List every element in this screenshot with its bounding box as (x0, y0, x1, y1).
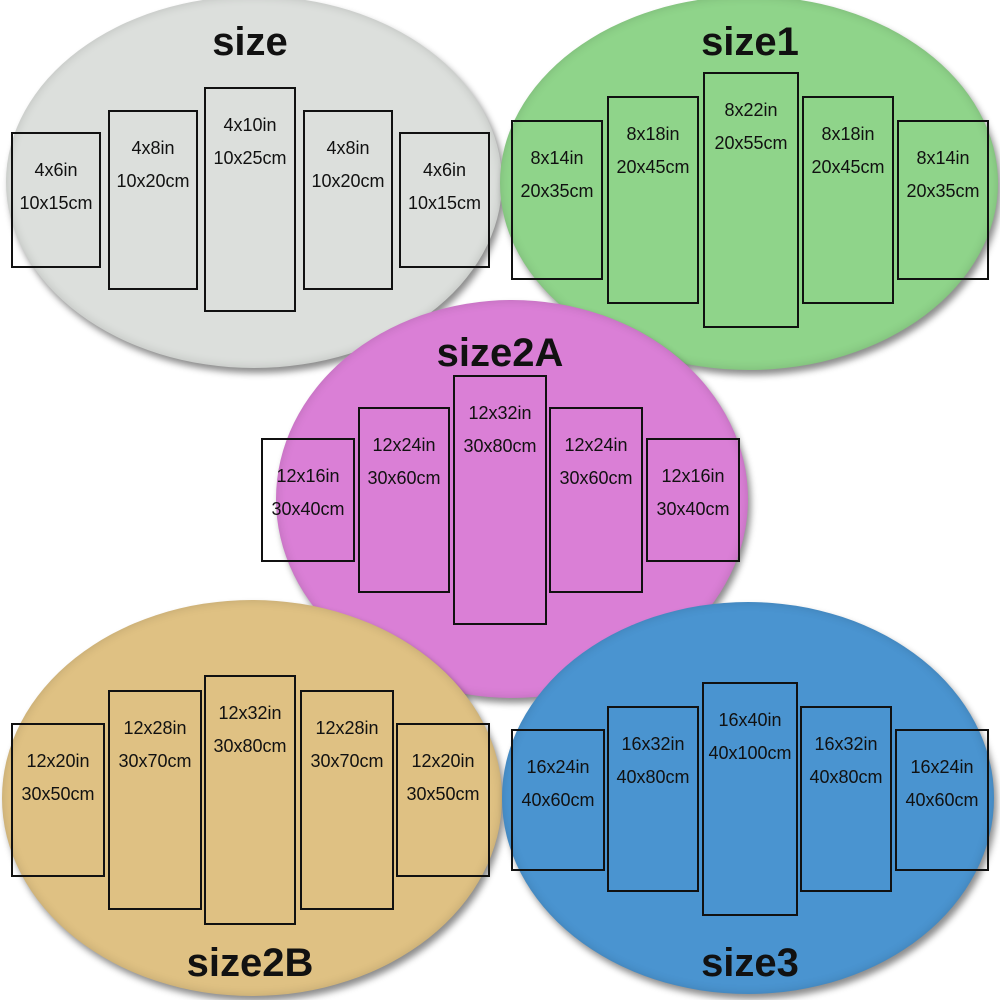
panel-inches-label: 16x32in (814, 734, 878, 754)
panel-inches-label: 8x18in (821, 124, 875, 144)
panel-inches-label: 12x20in (411, 751, 475, 771)
panel: 16x40in 40x100cm (702, 682, 798, 916)
panel: 12x28in 30x70cm (108, 690, 202, 910)
panel: 8x18in 20x45cm (607, 96, 699, 304)
panel-cm-label: 10x15cm (407, 193, 482, 213)
panel-inches-label: 12x20in (26, 751, 90, 771)
panel-cm-label: 30x50cm (21, 784, 95, 804)
panel-inches-label: 16x24in (526, 757, 590, 777)
panel-cm-label: 30x80cm (463, 436, 537, 456)
panel-cm-label: 30x50cm (406, 784, 480, 804)
panel-cm-label: 30x70cm (118, 751, 192, 771)
panel: 16x32in 40x80cm (800, 706, 892, 892)
panel-inches-label: 8x22in (724, 100, 778, 120)
panel-cm-label: 30x80cm (213, 736, 287, 756)
oval-size (6, 0, 502, 368)
oval-size3 (502, 602, 994, 994)
panel: 12x20in 30x50cm (396, 723, 490, 877)
panel-inches-label: 12x16in (661, 466, 725, 486)
panel: 12x24in 30x60cm (549, 407, 643, 593)
panel: 12x20in 30x50cm (11, 723, 105, 877)
panel-inches-label: 4x8in (131, 138, 175, 158)
panel-cm-label: 20x35cm (906, 181, 980, 201)
panel-cm-label: 40x80cm (809, 767, 883, 787)
panel: 12x24in 30x60cm (358, 407, 450, 593)
panel-inches-label: 16x24in (910, 757, 974, 777)
group-title: size (212, 20, 288, 64)
panel: 4x8in 10x20cm (108, 110, 198, 290)
group-title: size1 (701, 20, 799, 64)
panel: 8x18in 20x45cm (802, 96, 894, 304)
panel: 4x6in 10x15cm (399, 132, 490, 268)
panel-inches-label: 12x32in (468, 403, 532, 423)
panel-cm-label: 40x60cm (521, 790, 595, 810)
panel: 4x8in 10x20cm (303, 110, 393, 290)
panel-cm-label: 20x35cm (520, 181, 594, 201)
panel-cm-label: 40x100cm (708, 743, 792, 763)
panel-inches-label: 4x6in (422, 160, 467, 180)
group-title: size2A (436, 331, 564, 375)
panel-cm-label: 10x20cm (311, 171, 385, 191)
panel: 12x16in 30x40cm (261, 438, 355, 562)
panel-cm-label: 30x60cm (559, 468, 633, 488)
panel-cm-label: 30x40cm (271, 499, 345, 519)
panel-inches-label: 8x14in (916, 148, 970, 168)
panel: 12x32in 30x80cm (453, 375, 547, 625)
panel-cm-label: 30x60cm (367, 468, 441, 488)
panel: 12x32in 30x80cm (204, 675, 296, 925)
panel: 12x28in 30x70cm (300, 690, 394, 910)
panel-cm-label: 20x45cm (811, 157, 885, 177)
panel-cm-label: 40x60cm (905, 790, 979, 810)
panel-inches-label: 4x10in (223, 115, 277, 135)
panel-cm-label: 10x15cm (19, 193, 93, 213)
panel: 16x24in 40x60cm (895, 729, 989, 871)
panel-inches-label: 12x24in (564, 435, 628, 455)
panel-cm-label: 20x55cm (714, 133, 788, 153)
panel: 8x14in 20x35cm (511, 120, 603, 280)
panel-inches-label: 8x14in (530, 148, 584, 168)
panel: 16x24in 40x60cm (511, 729, 605, 871)
panel-cm-label: 10x25cm (213, 148, 287, 168)
group-title: size2B (186, 941, 314, 985)
panel-inches-label: 16x40in (718, 710, 782, 730)
group-title: size3 (701, 941, 799, 985)
panel-cm-label: 30x70cm (310, 751, 384, 771)
panel: 12x16in 30x40cm (646, 438, 740, 562)
panel: 8x14in 20x35cm (897, 120, 989, 280)
panel-inches-label: 12x24in (372, 435, 436, 455)
panel-inches-label: 12x28in (123, 718, 187, 738)
panel-cm-label: 40x80cm (616, 767, 690, 787)
oval-size2b (2, 600, 502, 996)
panel-inches-label: 4x8in (326, 138, 370, 158)
panel-cm-label: 30x40cm (656, 499, 730, 519)
panel: 4x10in 10x25cm (204, 87, 296, 312)
panel-inches-label: 8x18in (626, 124, 680, 144)
panel-inches-label: 12x28in (315, 718, 379, 738)
panel-inches-label: 12x32in (218, 703, 282, 723)
panel: 8x22in 20x55cm (703, 72, 799, 328)
panel-cm-label: 10x20cm (116, 171, 190, 191)
panel-inches-label: 16x32in (621, 734, 685, 754)
panel: 4x6in 10x15cm (11, 132, 101, 268)
panel-cm-label: 20x45cm (616, 157, 690, 177)
panel-inches-label: 4x6in (34, 160, 78, 180)
panel-inches-label: 12x16in (276, 466, 340, 486)
panel: 16x32in 40x80cm (607, 706, 699, 892)
